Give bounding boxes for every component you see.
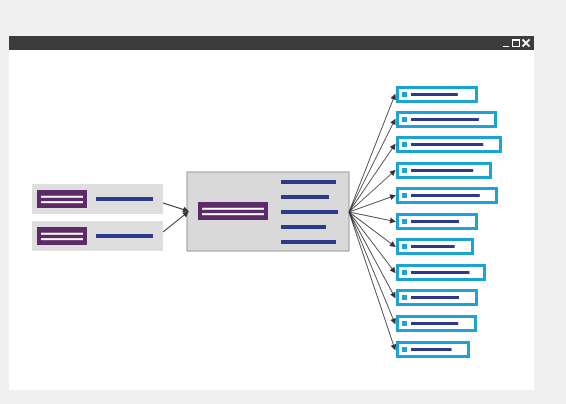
minimize-icon[interactable] [502, 39, 510, 48]
arrow [348, 118, 396, 213]
output-navy-bar [411, 118, 479, 121]
hub-navy-bar [281, 225, 326, 229]
hub-navy-bar [281, 195, 329, 199]
cyan-square-icon [402, 168, 407, 173]
purple-label-box [37, 227, 87, 245]
arrow [348, 169, 396, 213]
hub-card [186, 171, 350, 252]
cyan-square-icon [402, 219, 407, 224]
cyan-square-icon [402, 92, 407, 97]
arrow [348, 211, 396, 299]
output-box [396, 315, 477, 332]
output-navy-bar [411, 322, 459, 325]
output-navy-bar [411, 271, 470, 274]
output-navy-bar [411, 245, 455, 248]
output-box [396, 213, 478, 230]
purple-label-box [37, 190, 87, 208]
arrow [348, 211, 396, 325]
arrow [348, 211, 396, 274]
output-navy-bar [411, 348, 452, 351]
navy-bar [96, 234, 153, 238]
output-box [396, 341, 470, 358]
output-navy-bar [411, 296, 459, 299]
arrow [162, 211, 189, 233]
output-box [396, 136, 502, 153]
cyan-square-icon [402, 295, 407, 300]
label-line [202, 213, 264, 216]
cyan-square-icon [402, 142, 407, 147]
arrow [348, 143, 396, 213]
input-card [32, 184, 163, 214]
label-line [41, 238, 83, 241]
purple-label-box [198, 202, 268, 220]
label-line [41, 195, 83, 198]
output-box [396, 162, 492, 179]
output-box [396, 187, 498, 204]
hub-navy-bar [281, 180, 336, 184]
cyan-square-icon [402, 347, 407, 352]
output-navy-bar [411, 143, 484, 146]
output-navy-bar [411, 220, 459, 223]
purple-label-icon [37, 227, 87, 245]
purple-label-icon [37, 190, 87, 208]
output-navy-bar [411, 194, 480, 197]
label-line [41, 201, 83, 204]
arrow [348, 194, 396, 213]
arrow [348, 211, 397, 351]
label-line [41, 232, 83, 235]
purple-label-icon [198, 202, 268, 220]
output-navy-bar [411, 169, 474, 172]
title-bar [9, 36, 534, 50]
arrow [348, 211, 396, 248]
cyan-square-icon [402, 270, 407, 275]
hub-navy-bar [281, 240, 336, 244]
output-box [396, 86, 478, 103]
output-navy-bar [411, 93, 458, 96]
cyan-square-icon [402, 244, 407, 249]
input-card [32, 221, 163, 251]
navy-bar [96, 197, 153, 201]
arrow [348, 211, 396, 224]
output-box [396, 238, 474, 255]
label-line [202, 207, 264, 210]
output-box [396, 289, 478, 306]
arrow [162, 202, 189, 213]
hub-navy-bar [281, 210, 338, 214]
output-box [396, 264, 486, 281]
maximize-icon[interactable] [512, 39, 520, 47]
window-controls [502, 36, 530, 50]
cyan-square-icon [402, 117, 407, 122]
output-box [396, 111, 497, 128]
arrow [348, 93, 396, 213]
cyan-square-icon [402, 321, 407, 326]
cyan-square-icon [402, 193, 407, 198]
